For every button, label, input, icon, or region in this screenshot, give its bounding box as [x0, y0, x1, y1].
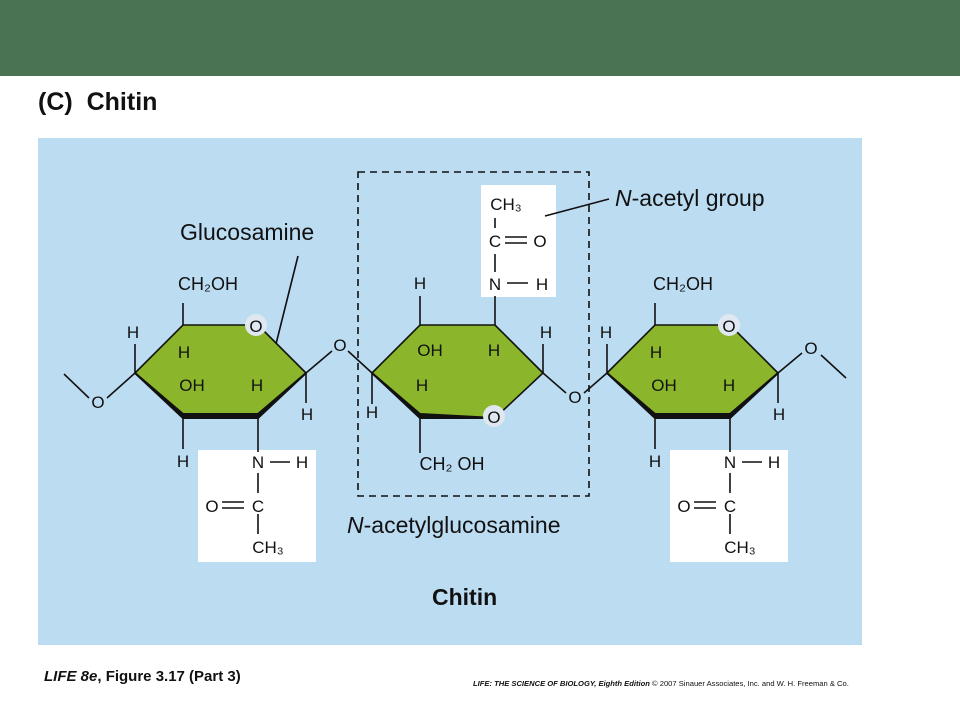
right-c2-h: H [723, 376, 735, 395]
left-middle-bridge-oxygen: O [333, 336, 346, 355]
figure-citation: LIFE 8e, Figure 3.17 (Part 3) [44, 668, 241, 685]
header-bar [0, 0, 960, 76]
middle-c4-h-down: H [366, 403, 378, 422]
middle-amide-nh-h: H [536, 275, 548, 294]
middle-amide-n: N [489, 275, 501, 294]
left-ch2oh: CH₂OH [178, 274, 238, 294]
right-amide-ch3: CH₃ [724, 538, 755, 557]
middle-h-top: H [414, 274, 426, 293]
middle-amide-c: C [489, 232, 501, 251]
middle-amide-box [481, 185, 556, 297]
right-c4-h-up: H [600, 323, 612, 342]
left-amide-ch3: CH₃ [252, 538, 283, 557]
right-amide-n: N [724, 453, 736, 472]
left-bridge-oxygen: O [91, 393, 104, 412]
middle-right-bridge-oxygen: O [568, 388, 581, 407]
right-c4-h-in: H [650, 343, 662, 362]
middle-c1-h-up: H [540, 323, 552, 342]
middle-h-in-right: H [488, 341, 500, 360]
right-glucosamine-ring [605, 324, 780, 419]
middle-glucosamine-ring [370, 324, 545, 419]
n-acetylglucosamine-box [357, 171, 590, 497]
middle-ring-oxygen: O [487, 408, 500, 427]
right-amide-c: C [724, 497, 736, 516]
n-acetyl-group-label: N-acetyl group [615, 185, 765, 211]
left-c1-h-down: H [301, 405, 313, 424]
right-bridge-oxygen: O [804, 339, 817, 358]
left-amide-box [198, 450, 316, 562]
n-acetyl-group-leader-line [544, 198, 610, 217]
left-amide-n: N [252, 453, 264, 472]
left-c3-oh: OH [179, 376, 205, 395]
left-c3-h-down: H [177, 452, 189, 471]
left-c2-h: H [251, 376, 263, 395]
page-title: (C) Chitin [38, 88, 158, 116]
left-amide-nh-h: H [296, 453, 308, 472]
glucosamine-leader-line [275, 255, 299, 345]
right-c1-h-down: H [773, 405, 785, 424]
left-amide-c: C [252, 497, 264, 516]
left-amide-o: O [205, 497, 218, 516]
chitin-structure-diagram: O CH₂OH H H OH H H H O O N H O C CH₃ H O… [63, 171, 847, 610]
left-ring-oxygen: O [249, 317, 262, 336]
right-c3-oh: OH [651, 376, 677, 395]
right-amide-box [670, 450, 788, 562]
left-glucosamine-ring [133, 324, 308, 419]
chitin-diagram-panel: O CH₂OH H H OH H H H O O N H O C CH₃ H O… [38, 138, 862, 645]
right-c3-h-down: H [649, 452, 661, 471]
right-amide-nh-h: H [768, 453, 780, 472]
middle-amide-o: O [533, 232, 546, 251]
glucosamine-label: Glucosamine [180, 219, 314, 245]
right-ring-oxygen: O [722, 317, 735, 336]
left-c4-h-in: H [178, 343, 190, 362]
left-c4-h-up: H [127, 323, 139, 342]
chitin-label: Chitin [432, 584, 497, 610]
n-acetylglucosamine-label: N-acetylglucosamine [347, 512, 561, 538]
middle-c3-h-in: H [416, 376, 428, 395]
right-ch2oh: CH₂OH [653, 274, 713, 294]
middle-ch2oh: CH₂ OH [420, 454, 485, 474]
middle-oh-in: OH [417, 341, 443, 360]
copyright-notice: LIFE: THE SCIENCE OF BIOLOGY, Eighth Edi… [473, 679, 849, 688]
right-amide-o: O [677, 497, 690, 516]
middle-amide-ch3: CH₃ [490, 195, 521, 214]
